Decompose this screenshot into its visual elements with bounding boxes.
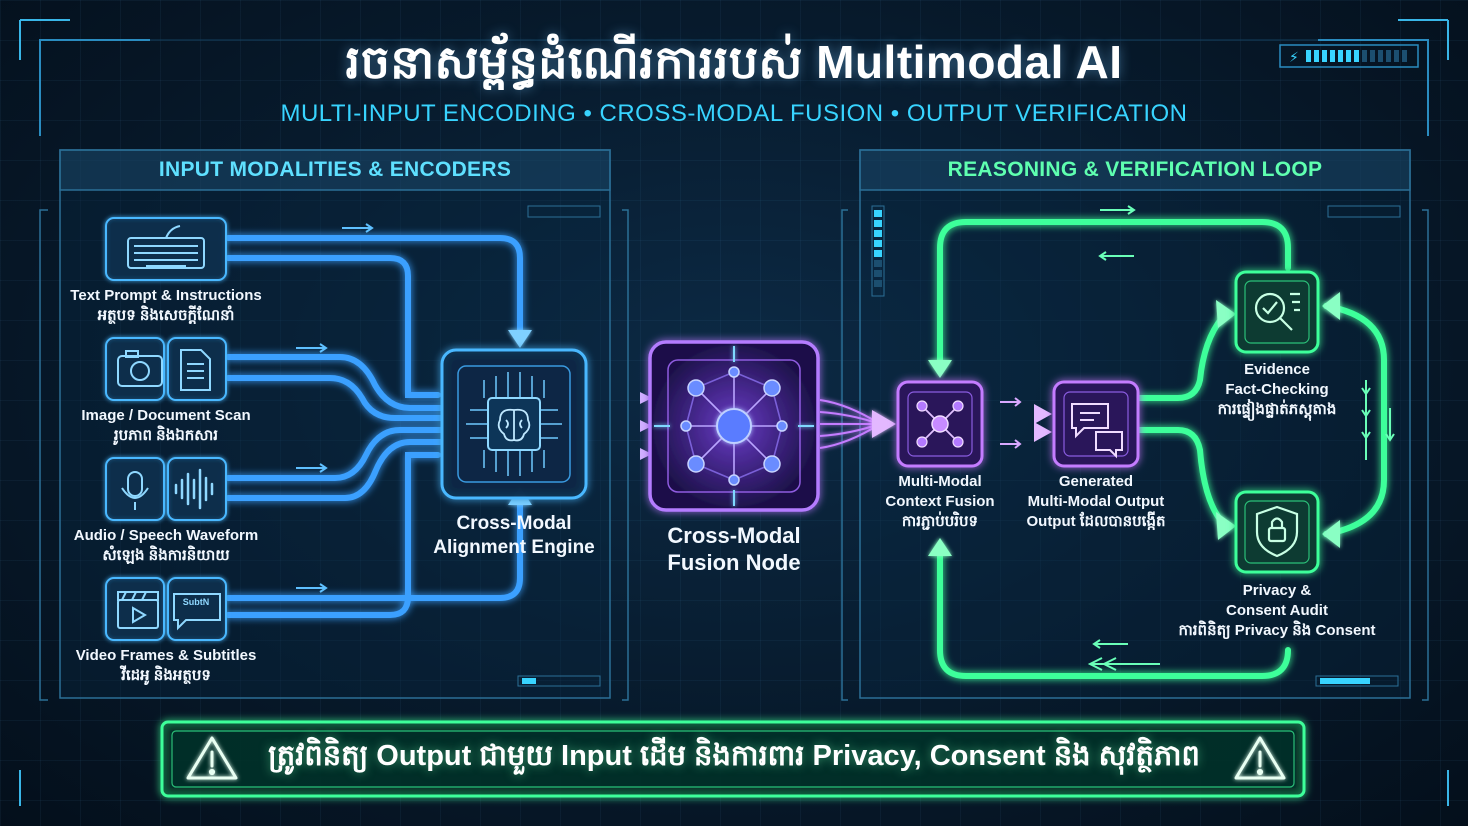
generated-output-line3: Output ដែលបានបង្កើត: [1026, 513, 1166, 530]
input-label-km: រូបភាព និងឯកសារ: [113, 427, 219, 444]
input-label-en: Audio / Speech Waveform: [73, 527, 259, 544]
warning-icon: [186, 736, 238, 780]
context-fusion-icon: [916, 400, 964, 448]
shield-lock-icon: [1255, 505, 1299, 558]
input-icon-boxes: [105, 217, 227, 641]
waveform-icon: [174, 468, 214, 510]
page-title: រចនាសម្ព័ន្ធដំណើរការរបស់ Multimodal AI: [345, 36, 1123, 88]
fusion-node-line2: Fusion Node: [667, 550, 801, 575]
svg-text:⚡: ⚡: [1289, 50, 1299, 66]
privacy-line3: ការពិនិត្យ Privacy និង Consent: [1178, 622, 1376, 639]
fusion-node-line1: Cross-Modal: [667, 523, 801, 548]
warning-banner-frame: [160, 720, 1306, 798]
microphone-icon: [121, 471, 149, 510]
left-panel-title: INPUT MODALITIES & ENCODERS: [158, 158, 512, 181]
input-label-km: សំឡេង និងការនិយាយ: [102, 547, 230, 564]
network-hub-icon: [680, 366, 788, 486]
context-output-dash-arrows: [1000, 397, 1022, 449]
camera-icon: [117, 350, 163, 387]
privacy-node: [1234, 490, 1320, 574]
generated-output-line2: Multi-Modal Output: [1027, 493, 1165, 510]
input-label-video: Video Frames & Subtitles វីដេអូ និងអត្ថប…: [46, 646, 286, 686]
loop-dash-arrows: [1087, 205, 1395, 671]
input-flow-lines: [225, 235, 523, 618]
context-fusion-line1: Multi-Modal: [898, 473, 982, 490]
evidence-line2: Fact-Checking: [1225, 381, 1329, 398]
evidence-node: [1234, 270, 1320, 354]
engine-to-fusion-arrowheads: [640, 392, 652, 460]
keyboard-icon: [127, 225, 205, 269]
verification-loop-arrowheads: [928, 292, 1340, 556]
alignment-engine-line1: Cross-Modal: [456, 513, 572, 534]
battery-indicator: ⚡: [1279, 44, 1419, 68]
evidence-line1: Evidence: [1244, 361, 1310, 378]
alignment-engine-line2: Alignment Engine: [433, 537, 595, 558]
context-fusion-line3: ការភ្ជាប់បរិបទ: [901, 513, 979, 530]
fusion-node-label: Cross-Modal Fusion Node: [634, 522, 834, 576]
video-clapper-icon: [117, 591, 159, 629]
magnifier-check-icon: [1254, 292, 1300, 331]
page-subtitle: MULTI-INPUT ENCODING • CROSS-MODAL FUSIO…: [280, 100, 1188, 127]
privacy-line1: Privacy &: [1242, 582, 1312, 599]
verification-loop-lines: [937, 219, 1387, 679]
chat-bubbles-icon: [1071, 403, 1123, 459]
subtitle-bubble-icon: [173, 593, 221, 631]
document-icon: [180, 349, 211, 391]
evidence-line3: ការផ្ទៀងផ្ទាត់ភស្តុតាង: [1217, 401, 1337, 418]
alignment-engine-label: Cross-Modal Alignment Engine: [414, 512, 614, 560]
alignment-engine-chip: [440, 348, 588, 500]
privacy-label: Privacy & Consent Audit ការពិនិត្យ Priva…: [1160, 581, 1394, 641]
outer-frame: [19, 19, 1449, 806]
fusion-node: [648, 340, 820, 512]
input-flow-dash-arrows: [296, 223, 374, 593]
input-label-km: វីដេអូ និងអត្ថបទ: [121, 667, 211, 684]
context-to-output-flows: [984, 412, 1040, 434]
input-label-km: អត្ថបទ និងសេចក្តីណែនាំ: [97, 307, 235, 324]
input-label-text: Text Prompt & Instructions អត្ថបទ និងសេច…: [46, 286, 286, 326]
brain-chip-icon: [497, 408, 531, 442]
input-label-image: Image / Document Scan រូបភាព និងឯកសារ: [46, 406, 286, 446]
subtitle-badge-text: SubtN: [182, 597, 210, 607]
context-fusion-line2: Context Fusion: [885, 493, 995, 510]
evidence-label: Evidence Fact-Checking ការផ្ទៀងផ្ទាត់ភស្…: [1186, 360, 1368, 420]
warning-icon: [1234, 736, 1286, 780]
right-panel-title: REASONING & VERIFICATION LOOP: [947, 158, 1323, 181]
context-fusion-node: [896, 380, 984, 468]
privacy-line2: Consent Audit: [1226, 602, 1328, 619]
generated-output-line1: Generated: [1058, 473, 1134, 490]
context-fusion-label: Multi-Modal Context Fusion ការភ្ជាប់បរិប…: [860, 472, 1020, 532]
generated-output-node: [1052, 380, 1140, 468]
engine-to-fusion-flows: [588, 396, 648, 456]
input-label-en: Image / Document Scan: [81, 407, 251, 424]
generated-output-label: Generated Multi-Modal Output Output ដែលប…: [1006, 472, 1186, 532]
input-label-en: Video Frames & Subtitles: [75, 647, 257, 664]
fusion-to-context-arrowhead: [872, 410, 896, 438]
input-label-audio: Audio / Speech Waveform សំឡេង និងការនិយា…: [46, 526, 286, 566]
warning-banner-text: ត្រូវពិនិត្យ Output ជាមួយ Input ដើម និងក…: [268, 740, 1200, 772]
input-label-en: Text Prompt & Instructions: [70, 287, 262, 304]
context-to-output-arrowheads: [1034, 404, 1052, 442]
